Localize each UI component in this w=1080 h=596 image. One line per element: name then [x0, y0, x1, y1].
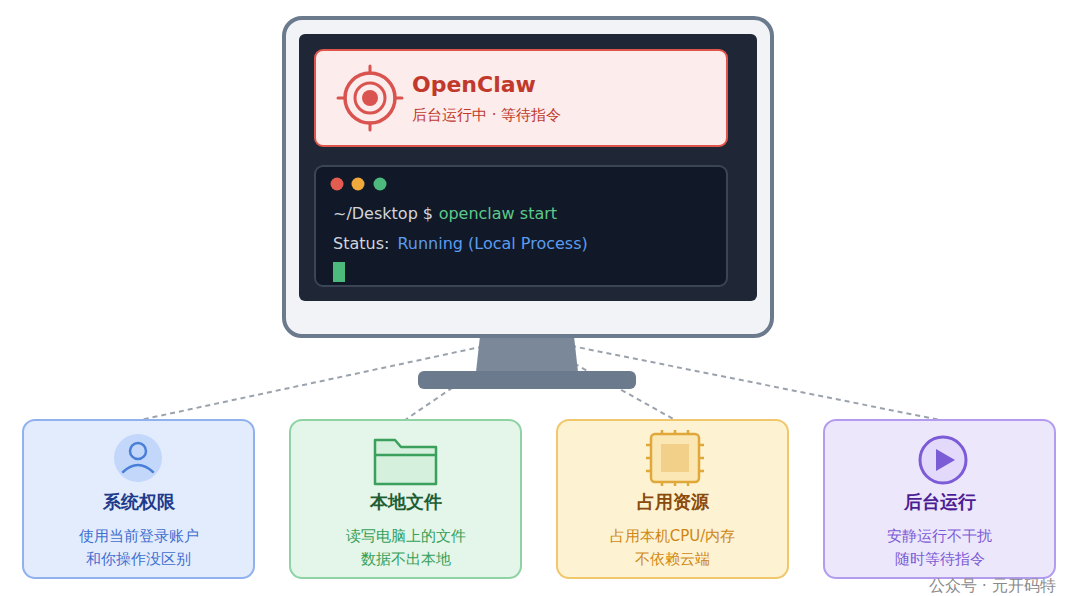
- card-title: 占用资源: [557, 490, 788, 514]
- card-body: 占用本机CPU/内存 不依赖云端: [583, 525, 763, 571]
- status-card: OpenClaw 后台运行中 · 等待指令: [315, 50, 727, 146]
- shell-command: openclaw start: [439, 204, 557, 223]
- feature-card: 后台运行安静运行不干扰 随时等待指令: [824, 420, 1055, 578]
- card-body: 读写电脑上的文件 数据不出本地: [316, 525, 496, 571]
- card-body: 使用当前登录账户 和你操作没区别: [49, 525, 229, 571]
- terminal-window: [315, 166, 727, 286]
- app-status: 后台运行中 · 等待指令: [412, 106, 561, 125]
- feature-card: 系统权限使用当前登录账户 和你操作没区别: [23, 420, 254, 578]
- feature-cards: [23, 420, 1055, 578]
- user-icon: [114, 434, 162, 482]
- status-key: Status:: [333, 234, 389, 253]
- folder-icon: [375, 440, 436, 484]
- command-line: ~/Desktop $ openclaw start: [333, 204, 557, 223]
- card-title: 本地文件: [290, 490, 521, 514]
- dashed-leader: [140, 337, 940, 420]
- status-card: [315, 50, 727, 146]
- status-value: Running (Local Process): [397, 234, 587, 253]
- feature-card: 本地文件读写电脑上的文件 数据不出本地: [290, 420, 521, 578]
- card-body: 安静运行不干扰 随时等待指令: [850, 525, 1030, 571]
- status-line: Status: Running (Local Process): [333, 234, 588, 253]
- play-icon: [920, 437, 966, 483]
- app-title: OpenClaw: [412, 72, 536, 97]
- card-title: 后台运行: [824, 490, 1055, 514]
- card-title: 系统权限: [23, 490, 254, 514]
- chip-icon: [646, 430, 704, 486]
- feature-card: 占用资源占用本机CPU/内存 不依赖云端: [557, 420, 788, 578]
- watermark: 公众号 · 元开码特: [929, 576, 1056, 596]
- shell-prompt: ~/Desktop $: [333, 204, 433, 223]
- monitor: [284, 18, 772, 389]
- terminal-window: ~/Desktop $ openclaw startStatus: Running …: [315, 166, 727, 286]
